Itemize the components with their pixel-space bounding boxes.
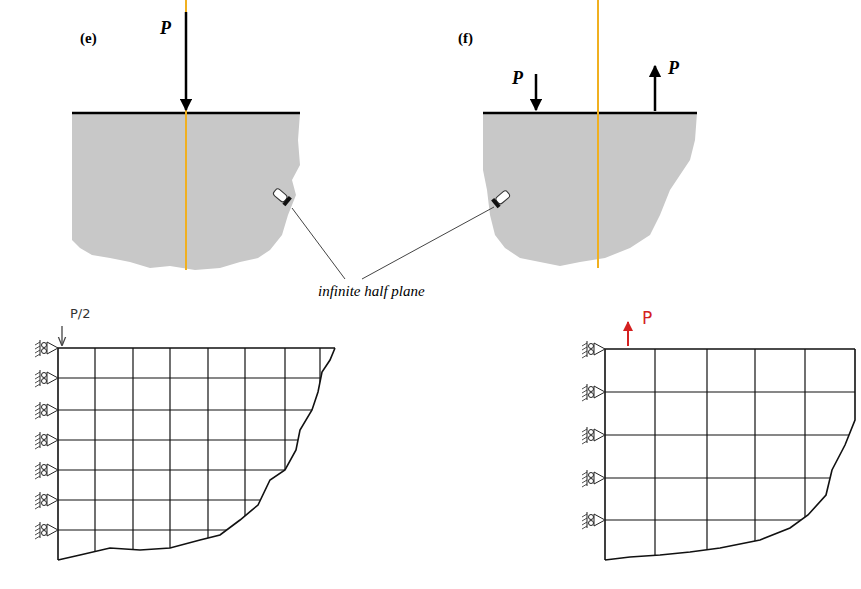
half-plane-region	[483, 113, 697, 266]
surface-line	[483, 112, 697, 115]
fe-mesh	[605, 349, 861, 589]
load-arrow	[654, 66, 657, 111]
symmetry-line	[597, 0, 599, 268]
load-label: P	[668, 58, 679, 79]
region-label: infinite half plane	[318, 283, 425, 300]
pointer-icon	[272, 187, 292, 206]
leader-line	[292, 208, 345, 279]
leader-line	[362, 207, 494, 279]
load-label: P	[512, 68, 523, 89]
load-label: P	[160, 18, 171, 39]
load-arrow	[627, 322, 629, 346]
roller-supports	[582, 341, 605, 529]
panel-label: (e)	[80, 30, 97, 47]
load-label: P/2	[70, 306, 91, 321]
load-arrow	[535, 74, 538, 110]
fe-mesh	[58, 348, 340, 589]
pointer-icon	[491, 189, 511, 208]
panel-label: (f)	[458, 30, 473, 47]
load-arrow	[185, 12, 188, 110]
symmetry-line	[185, 0, 187, 270]
load-label: P	[642, 308, 652, 328]
load-arrow	[61, 326, 62, 345]
mesh-boundary	[58, 348, 335, 560]
roller-supports	[35, 340, 58, 539]
mesh-boundary	[605, 349, 855, 560]
